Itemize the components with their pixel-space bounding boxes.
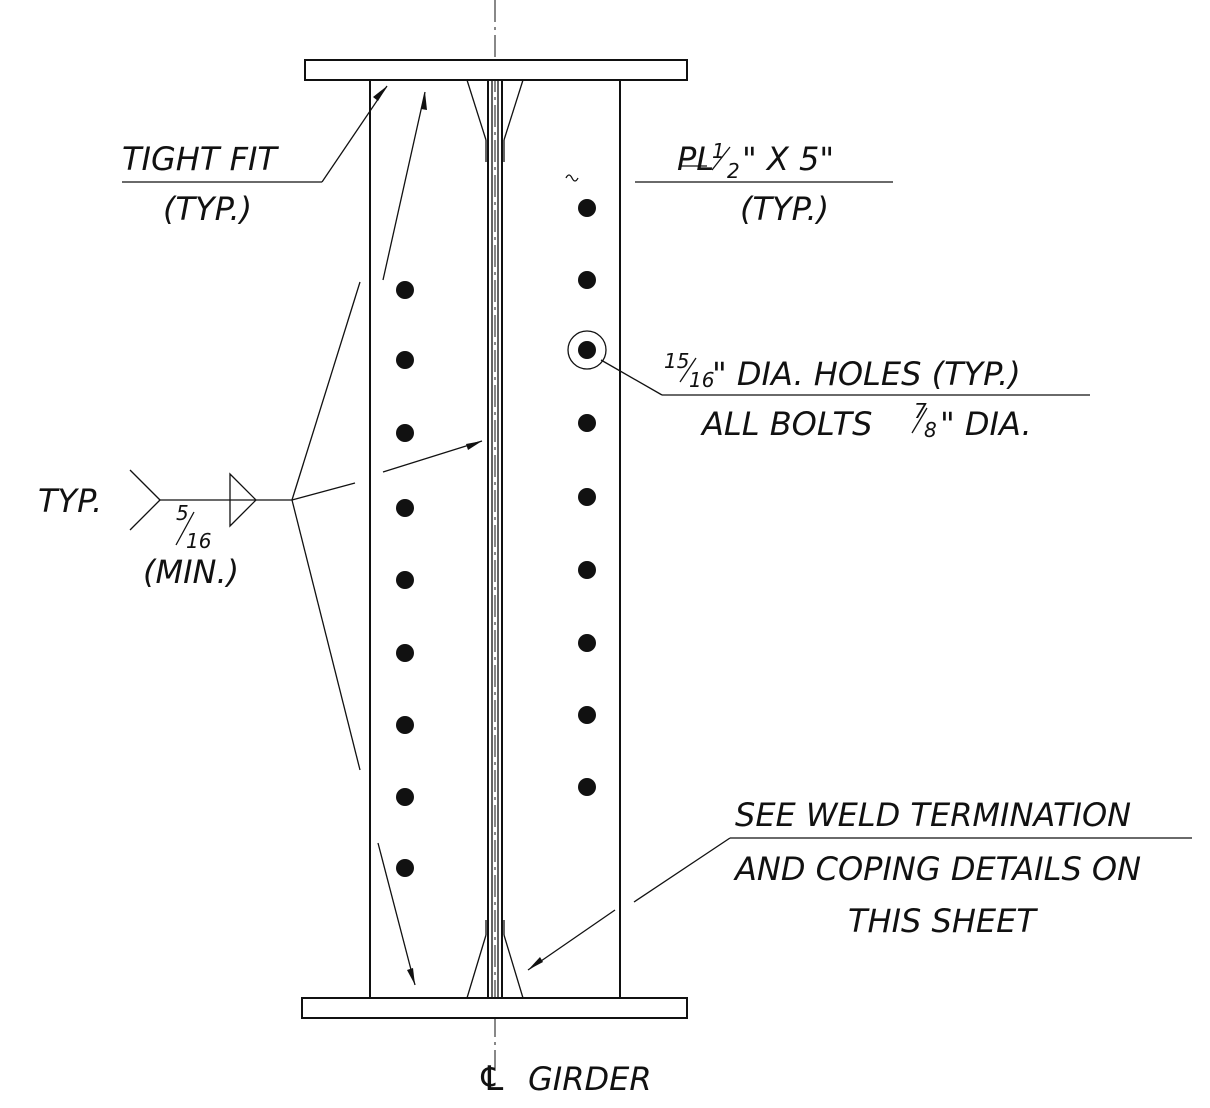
bolts-dia-num: 7 — [914, 399, 927, 423]
centerline-label: GIRDER — [528, 1060, 652, 1098]
bolt — [578, 199, 596, 217]
weld-size-label: 5 16 — [175, 501, 211, 553]
bolt — [578, 561, 596, 579]
tight-fit-label: TIGHT FIT — [122, 140, 279, 178]
termination-line2: AND COPING DETAILS ON — [733, 850, 1141, 888]
weld-min-label: (MIN.) — [143, 553, 239, 591]
plate-prefix: PL — [677, 140, 714, 178]
bolt — [578, 706, 596, 724]
weld-symbol — [129, 281, 361, 771]
termination-leader — [527, 837, 1192, 971]
centerline-symbol: ℄ — [477, 1059, 507, 1099]
holes-dia-den: 16 — [689, 368, 714, 392]
termination-line1: SEE WELD TERMINATION — [735, 796, 1131, 834]
holes-leader — [600, 359, 1090, 396]
tight-fit-leader — [122, 85, 388, 183]
tight-fit-typ: (TYP.) — [163, 190, 252, 228]
bolt — [578, 341, 596, 359]
bolt — [396, 644, 414, 662]
bolt — [578, 778, 596, 796]
bottom-flange — [301, 997, 688, 1019]
plate-thickness-num: 1 — [712, 139, 725, 163]
weld-typ-label: TYP. — [38, 482, 102, 520]
holes-label-line1: 15 16 " DIA. HOLES (TYP.) — [664, 349, 1021, 393]
weld-arrows — [377, 91, 483, 986]
bolt — [578, 271, 596, 289]
circled-bolt-callout — [567, 330, 607, 370]
holes-dia-num: 15 — [664, 349, 689, 373]
bolt — [396, 716, 414, 734]
bolt — [396, 351, 414, 369]
plate-leader — [565, 174, 893, 183]
plate-typ: (TYP.) — [740, 190, 829, 228]
plate-thickness-den: 2 — [727, 159, 740, 183]
plate-label: PL 1 2 " X 5" — [677, 139, 834, 183]
bolts-text-b: " DIA. — [940, 405, 1032, 443]
bolt — [396, 281, 414, 299]
weld-size-num: 5 — [176, 501, 189, 525]
left-stiffener-plate — [369, 79, 489, 999]
termination-line3: THIS SHEET — [848, 902, 1038, 940]
bolt — [396, 499, 414, 517]
top-flange — [304, 59, 688, 81]
bolt — [578, 634, 596, 652]
bolt — [578, 414, 596, 432]
bolt — [396, 788, 414, 806]
bolt — [578, 488, 596, 506]
weld-size-den: 16 — [186, 529, 211, 553]
right-stiffener-plate — [501, 79, 621, 999]
holes-label-line2: ALL BOLTS 7 8 " DIA. — [700, 399, 1032, 443]
plate-size-rest: " X 5" — [742, 140, 834, 178]
bolts-dia-den: 8 — [924, 418, 937, 442]
right-bolt-row — [567, 199, 607, 796]
bolt — [396, 571, 414, 589]
top-coping — [466, 79, 524, 162]
left-bolt-row — [396, 281, 414, 877]
holes-dia-text: " DIA. HOLES (TYP.) — [712, 355, 1021, 393]
bolt — [396, 424, 414, 442]
bolts-text-a: ALL BOLTS — [700, 405, 872, 443]
bottom-coping — [466, 920, 524, 999]
bolt — [396, 859, 414, 877]
